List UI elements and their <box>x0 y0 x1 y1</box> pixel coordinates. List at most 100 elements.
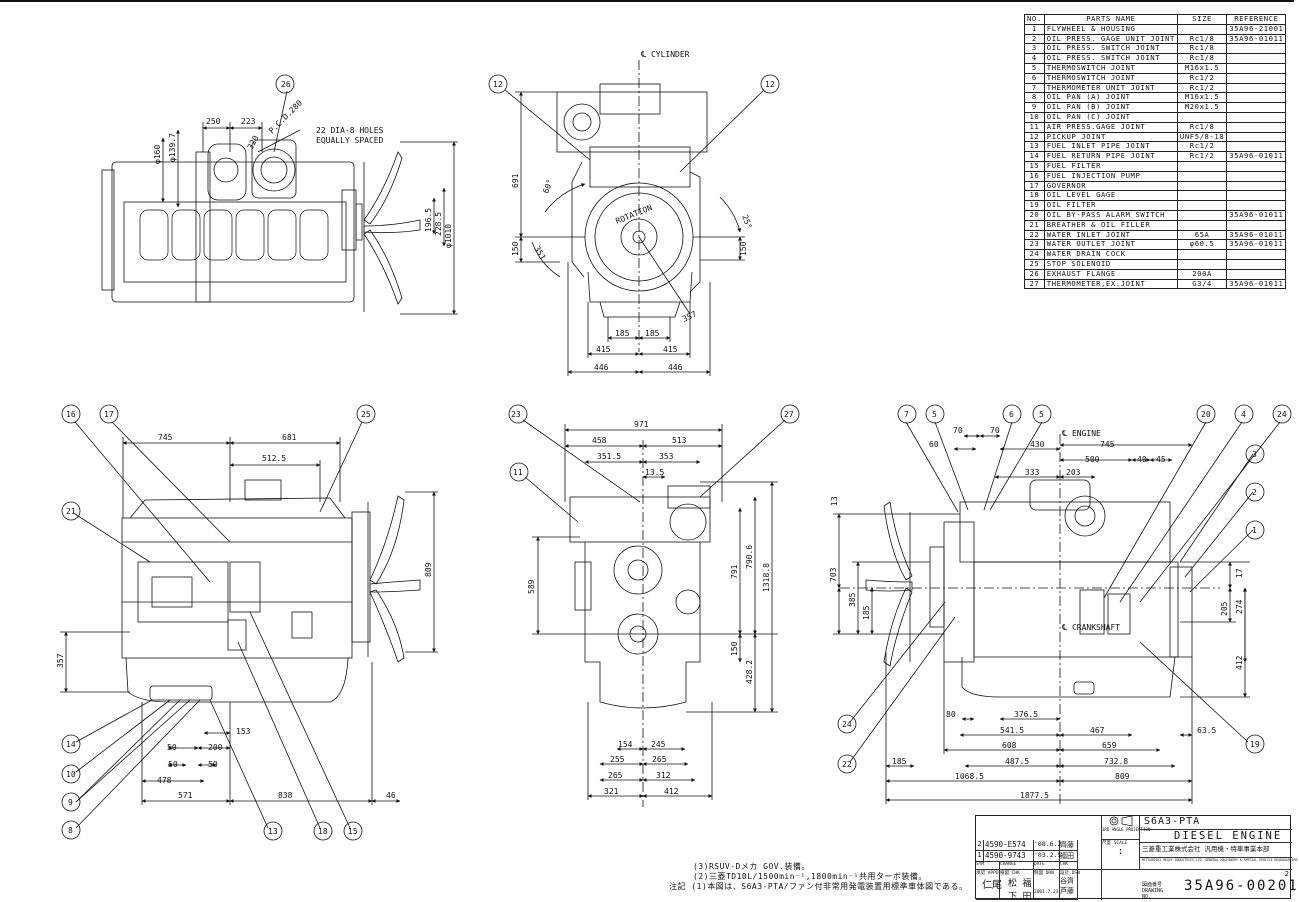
part-no: 1 <box>1024 23 1045 35</box>
callout-13: 13 <box>268 827 278 836</box>
dim-255: 255 <box>610 755 625 764</box>
dim-357: 357 <box>681 309 698 323</box>
part-no: 20 <box>1024 209 1045 221</box>
drawing-number: 35A96-00201 <box>1184 878 1299 894</box>
dim-412: 412 <box>1235 655 1244 670</box>
part-reference <box>1226 72 1287 84</box>
title-block: 2 4590-E574 '08.6.2 齊藤 1 4590-9743 '03.2… <box>975 815 1297 902</box>
part-name: OIL FILTER <box>1043 200 1178 211</box>
part-no: 27 <box>1024 278 1045 290</box>
dim-50-b: 50 <box>168 760 178 769</box>
dim-13: 13.5 <box>645 468 664 477</box>
rev2-date: '08.6.2 <box>1034 840 1061 851</box>
col-parts-name: PARTS NAME <box>1043 14 1178 25</box>
dim-63: 63.5 <box>1197 726 1216 735</box>
dim-25deg: 25° <box>740 214 753 231</box>
dim-351: 351 <box>532 245 547 262</box>
projection-cell: 3RD ANGLE PROJECTION <box>1102 815 1150 840</box>
dim-541: 541.5 <box>1000 726 1024 735</box>
part-size: Rc1/2 <box>1176 72 1228 84</box>
dim-790: 790.6 <box>745 545 754 569</box>
part-size <box>1176 258 1228 270</box>
note-holes: 22 DIA-8 HOLES <box>316 126 384 135</box>
part-name: STOP SOLENOID <box>1043 258 1178 270</box>
rev2-no: 2 <box>976 840 984 851</box>
part-name: AIR PRESS.GAGE JOINT <box>1043 121 1178 133</box>
approved-label: 承認 APPD <box>976 871 999 876</box>
part-size <box>1176 249 1228 260</box>
callout-8: 8 <box>68 826 73 835</box>
top-view <box>101 74 458 315</box>
dim-185-v: 185 <box>862 605 871 620</box>
part-no: 6 <box>1024 72 1045 84</box>
callout-6: 6 <box>1009 410 1014 419</box>
rev2-code: 4590-E574 <box>984 840 1034 851</box>
part-no: 24 <box>1024 249 1045 260</box>
part-name: OIL PRESS. SWITCH JOINT <box>1043 53 1178 64</box>
dim-971: 971 <box>634 420 649 429</box>
dim-703: 703 <box>829 567 838 582</box>
drawing-title: DIESEL ENGINE <box>1140 830 1292 843</box>
dim-139: φ139.7 <box>168 133 177 162</box>
part-no: 4 <box>1024 53 1045 64</box>
dim-500: 500 <box>1085 455 1100 464</box>
dim-376: 376.5 <box>1014 710 1038 719</box>
dim-153: 153 <box>236 727 251 736</box>
dim-265-b: 265 <box>608 771 623 780</box>
drawing-number-cell: 図面番号 DRAWING NO. 35A96-00201 2 <box>1140 870 1297 900</box>
callout-10: 10 <box>66 770 76 779</box>
part-size: φ60.5 <box>1176 239 1228 251</box>
callout-12-right: 12 <box>765 80 775 89</box>
dim-428: 428.2 <box>745 660 754 684</box>
part-size: Rc1/8 <box>1176 53 1228 64</box>
callout-1: 1 <box>1252 526 1257 535</box>
part-no: 14 <box>1024 151 1045 162</box>
part-reference: 35A96-21001 <box>1226 23 1287 35</box>
part-size: G3/4 <box>1176 278 1228 290</box>
dim-228: 228.5 <box>434 212 443 236</box>
drawn-sign-2: 田 <box>1022 892 1032 902</box>
note-3: (3)RSUV-Dメカ GOV.装備。 <box>693 862 810 871</box>
callout-9: 9 <box>68 798 73 807</box>
col-no: NO. <box>1024 14 1045 25</box>
callout-20: 20 <box>1201 410 1211 419</box>
dim-60: 60 <box>929 440 939 449</box>
rotation-label: ROTATION <box>614 203 653 226</box>
dim-60deg: 60° <box>541 178 554 195</box>
callout-5-b: 5 <box>1039 410 1044 419</box>
note-2: (2)三菱TD10L/1500min⁻¹,1800min⁻¹共用ターボ装備。 <box>693 872 927 881</box>
part-no: 11 <box>1024 121 1045 133</box>
dim-589: 589 <box>527 579 536 594</box>
dim-732: 732.8 <box>1104 757 1128 766</box>
part-size <box>1176 160 1228 172</box>
centerline-cylinder: ℄ CYLINDER <box>640 50 690 59</box>
part-reference <box>1226 121 1287 133</box>
callout-2: 2 <box>1252 488 1257 497</box>
callout-7: 7 <box>904 410 909 419</box>
part-size <box>1176 23 1228 35</box>
dim-223: 223 <box>241 117 256 126</box>
part-reference: 35A96-01011 <box>1226 151 1287 162</box>
dim-467: 467 <box>1090 726 1105 735</box>
drawn-sign-1: 福 <box>1022 879 1032 889</box>
drawing-number-label: 図面番号 DRAWING NO. <box>1142 882 1164 900</box>
notes: (3)RSUV-Dメカ GOV.装備。 (2)三菱TD10L/1500min⁻¹… <box>669 862 968 892</box>
dim-17: 17 <box>1235 568 1244 578</box>
part-reference: 35A96-01011 <box>1226 278 1287 290</box>
part-reference <box>1226 200 1287 211</box>
hdr-sym: SYM <box>976 862 1000 870</box>
dim-791: 791 <box>730 564 739 579</box>
callout-3: 3 <box>1252 450 1257 459</box>
dim-1877: 1877.5 <box>1020 791 1049 800</box>
dim-185-right: 185 <box>645 329 660 338</box>
part-size <box>1176 190 1228 202</box>
blank-cell <box>1078 816 1102 870</box>
